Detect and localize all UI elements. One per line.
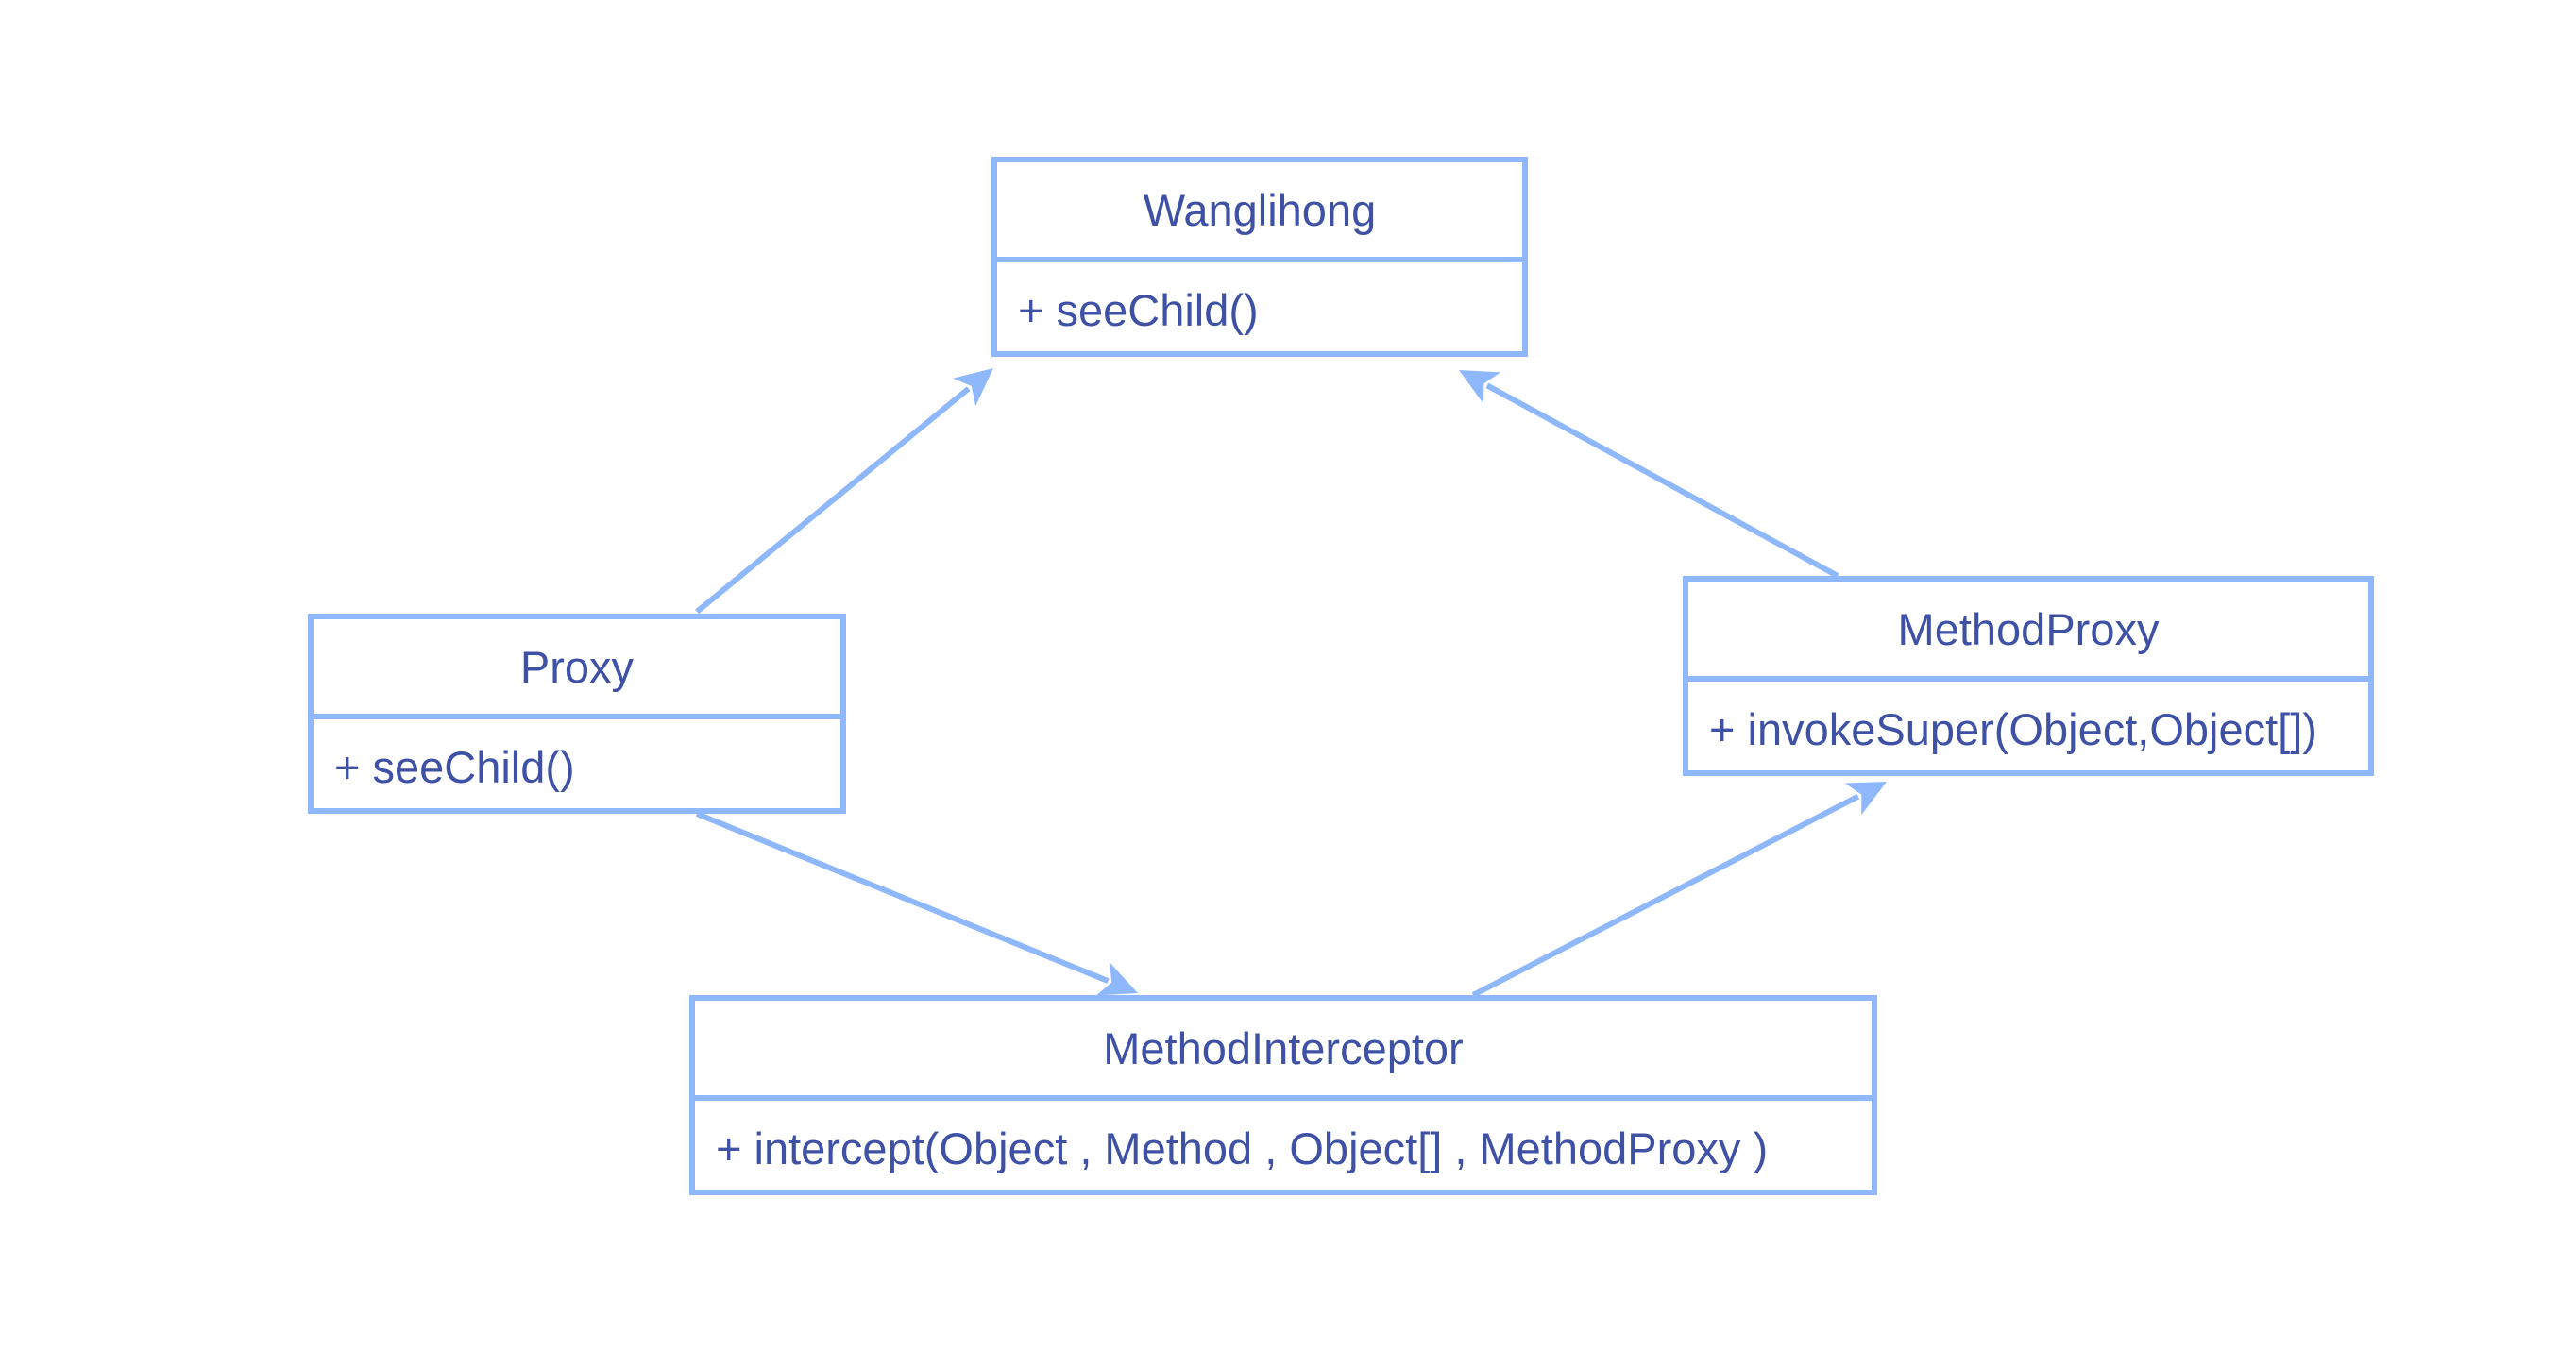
class-wanglihong[interactable]: Wanglihong + seeChild() [991, 157, 1528, 357]
class-name: MethodInterceptor [695, 1001, 1872, 1101]
class-name: Wanglihong [997, 162, 1522, 262]
class-method: + invokeSuper(Object,Object[]) [1709, 703, 2317, 754]
edge-line-4 [1471, 793, 1860, 998]
class-method-interceptor[interactable]: MethodInterceptor + intercept(Object , M… [689, 995, 1877, 1195]
class-proxy[interactable]: Proxy + seeChild() [308, 614, 846, 814]
class-name: MethodProxy [1688, 582, 2368, 682]
class-method: + seeChild() [1018, 284, 1259, 335]
edge-line-2 [1485, 382, 1839, 579]
edge-line-1 [695, 386, 971, 615]
class-method-proxy[interactable]: MethodProxy + invokeSuper(Object,Object[… [1683, 576, 2374, 776]
edge-line-3 [695, 811, 1110, 984]
edge-arrowhead-2 [1459, 370, 1501, 404]
edge-arrowhead-3 [1095, 962, 1138, 996]
edge-arrowhead-4 [1844, 782, 1887, 816]
edge-arrowhead-1 [953, 368, 993, 407]
class-name: Proxy [314, 619, 840, 719]
class-method: + seeChild() [334, 741, 575, 792]
class-method: + intercept(Object , Method , Object[] ,… [716, 1122, 1769, 1173]
edge-layer [695, 368, 1887, 998]
